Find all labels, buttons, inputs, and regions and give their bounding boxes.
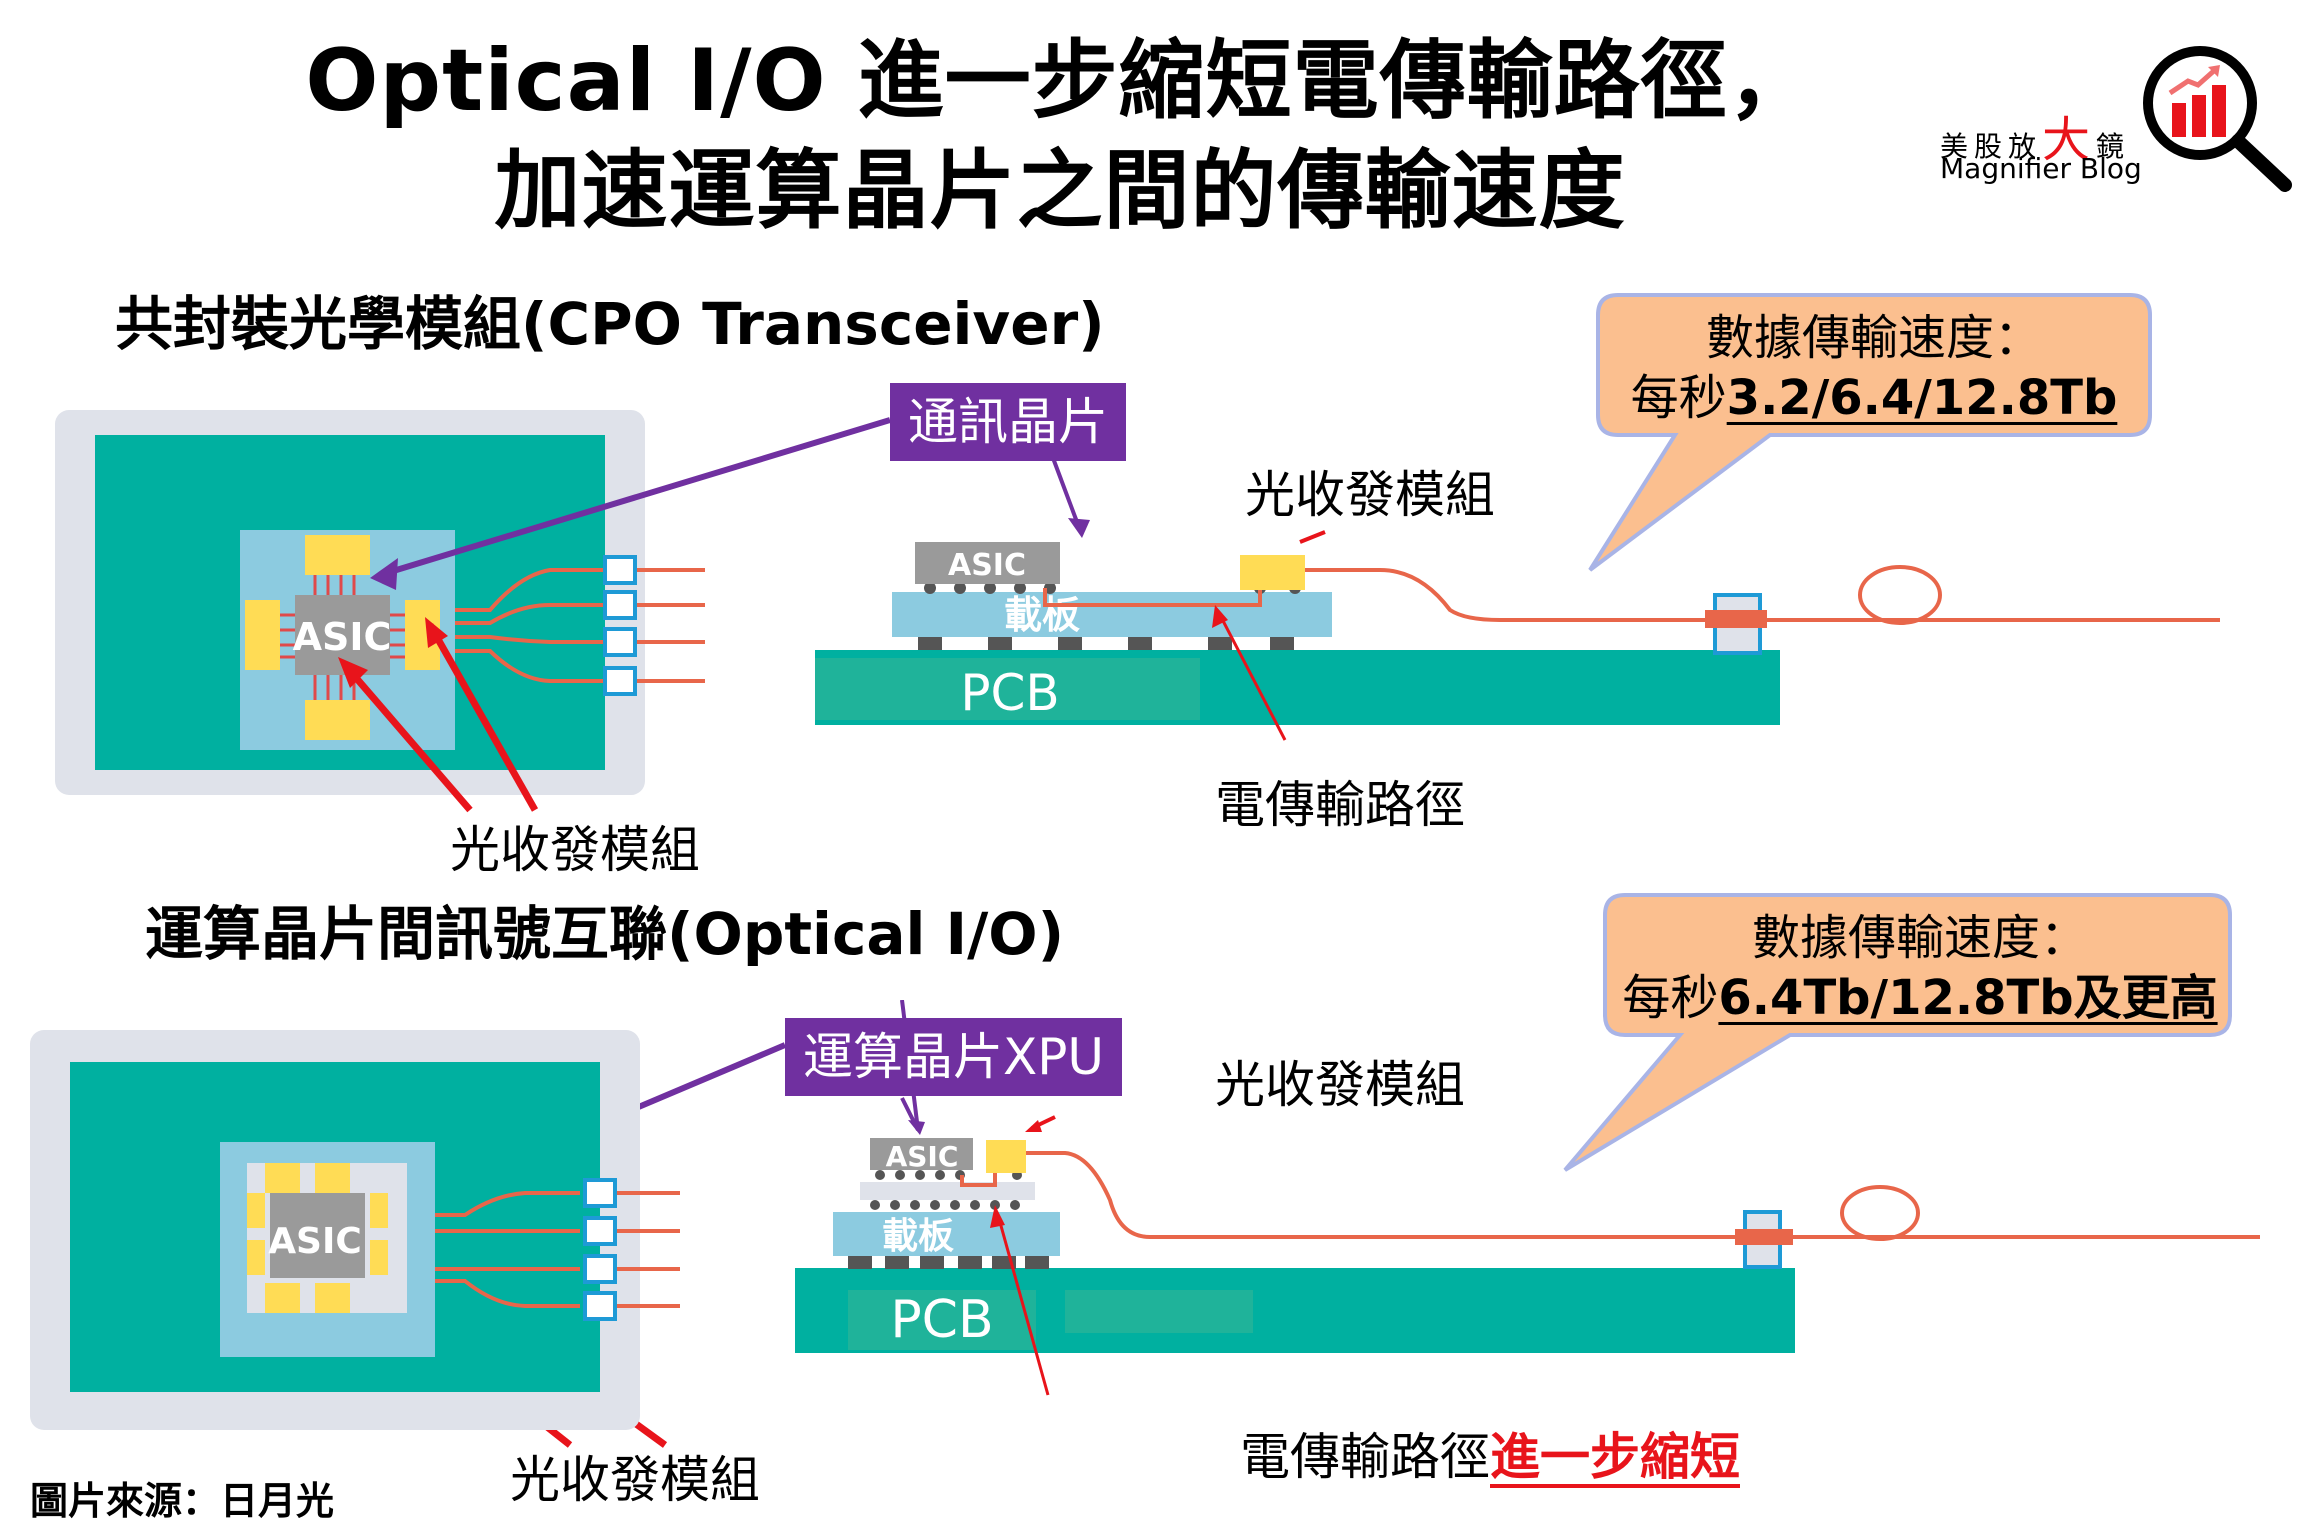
logo-cn-prefix: 美股放 — [1940, 130, 2043, 163]
asic-label: ASIC — [268, 1221, 362, 1262]
logo-text-cn: 美股放大鏡 — [1940, 100, 2130, 170]
speed-bubble-oio — [1563, 893, 2232, 1172]
interposer — [860, 1182, 1035, 1200]
bubble-speed-value: 6.4Tb/12.8Tb及更高 — [1718, 970, 2218, 1026]
pcb-label: PCB — [960, 664, 1059, 722]
oio-package-sideview: PCB 載板 ASIC — [795, 1000, 2260, 1396]
connector — [603, 590, 637, 620]
section-cpo-heading: 共封裝光學模組(CPO Transceiver) — [115, 290, 1105, 358]
transceiver-bottom — [305, 700, 370, 740]
connector — [603, 666, 637, 696]
fiber — [1305, 568, 2220, 622]
transceiver-label-left: 光收發模組 — [450, 821, 700, 879]
speed-bubble-cpo-text: 數據傳輸速度： 每秒3.2/6.4/12.8Tb — [1598, 300, 2150, 440]
transceiver-label-left: 光收發模組 — [510, 1451, 760, 1509]
oio-package-topview: ASIC — [30, 1030, 680, 1430]
substrate-label: 載板 — [882, 1216, 954, 1257]
substrate — [892, 592, 1332, 637]
bubble-line1: 數據傳輸速度： — [1751, 910, 2088, 966]
title-line-1: Optical I/O 進一步縮短電傳輸路徑， — [305, 31, 1815, 131]
logo-text-en: Magnifier Blog — [1940, 152, 2142, 185]
transceiver-top — [305, 535, 370, 575]
transceiver-right — [405, 600, 440, 670]
asic-side — [915, 542, 1060, 584]
speed-bubble-cpo — [1588, 293, 2152, 572]
connector — [603, 627, 637, 657]
asic-label: ASIC — [886, 1140, 959, 1173]
speed-bubble-oio-text: 數據傳輸速度： 每秒6.4Tb/12.8Tb及更高 — [1605, 900, 2235, 1040]
path-emphasis: 進一步縮短 — [1490, 1428, 1740, 1486]
path-label: 電傳輸路徑 — [1240, 1428, 1490, 1486]
bubble-line1: 數據傳輸速度： — [1705, 310, 2042, 366]
asic-label: ASIC — [293, 615, 392, 659]
transceiver-side — [1240, 555, 1305, 590]
bubble-speed-value: 3.2/6.4/12.8Tb — [1726, 370, 2118, 426]
connector — [603, 555, 637, 585]
logo-cn-big: 大 — [2042, 112, 2097, 168]
asic-label: ASIC — [948, 548, 1026, 583]
bubble-prefix: 每秒 — [1622, 970, 1719, 1026]
title-line-2: 加速運算晶片之間的傳輸速度 — [494, 141, 1626, 241]
section-oio-heading: 運算晶片間訊號互聯(Optical I/O) — [145, 900, 1065, 968]
path-label: 電傳輸路徑 — [1215, 776, 1465, 834]
pcb-label: PCB — [890, 1290, 993, 1350]
substrate-label: 載板 — [1004, 593, 1080, 637]
chip-label-comm: 通訊晶片 — [890, 383, 1126, 461]
transceiver-label-top: 光收發模組 — [1245, 466, 1495, 524]
image-source: 圖片來源：日月光 — [30, 1479, 335, 1523]
logo-cn-suffix: 鏡 — [2096, 130, 2131, 163]
bubble-prefix: 每秒 — [1630, 370, 1727, 426]
cpo-package-sideview: PCB 載板 ASIC — [815, 449, 2220, 741]
fiber-loop — [1858, 565, 1942, 625]
transceiver-left — [245, 600, 280, 670]
transceiver-label-top: 光收發模組 — [1215, 1056, 1465, 1114]
magnifier-chart-icon — [2143, 46, 2292, 192]
electrical-path — [1043, 585, 1262, 607]
path-label-oio: 電傳輸路徑進一步縮短 — [1240, 1432, 1740, 1482]
cpo-package-topview: ASIC — [55, 410, 705, 795]
chip-label-xpu: 運算晶片XPU — [785, 1018, 1123, 1096]
